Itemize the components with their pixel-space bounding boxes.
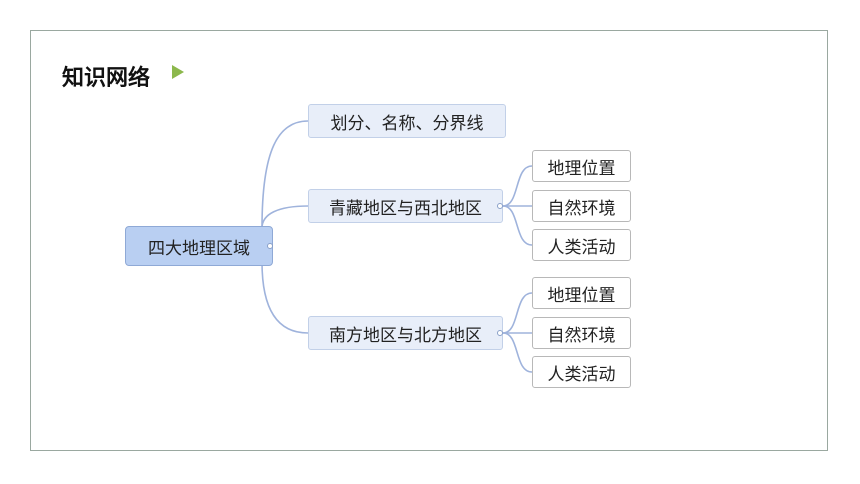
leaf-node-location[interactable]: 地理位置: [532, 277, 631, 309]
branch-node-label: 划分、名称、分界线: [330, 113, 484, 134]
leaf-node-label: 自然环境: [547, 325, 616, 346]
collapse-toggle-icon[interactable]: [497, 203, 503, 209]
connector-root-branch-3: [261, 261, 309, 334]
collapse-toggle-icon[interactable]: [267, 243, 273, 249]
connector-root-branch-2: [261, 205, 309, 229]
branch-node-south-north[interactable]: 南方地区与北方地区: [308, 316, 503, 350]
leaf-node-label: 地理位置: [547, 285, 616, 306]
branch-node-qinghai-tibet-northwest[interactable]: 青藏地区与西北地区: [308, 189, 503, 223]
leaf-node-environment[interactable]: 自然环境: [532, 317, 631, 349]
page-title: 知识网络: [62, 66, 151, 91]
branch-node-division[interactable]: 划分、名称、分界线: [308, 104, 506, 138]
branch-node-label: 青藏地区与西北地区: [329, 198, 482, 219]
leaf-node-label: 自然环境: [547, 198, 616, 219]
play-arrow-icon: [172, 65, 184, 79]
root-node-label: 四大地理区域: [148, 238, 250, 259]
leaf-node-location[interactable]: 地理位置: [532, 150, 631, 182]
branch-node-label: 南方地区与北方地区: [329, 325, 482, 346]
connector-b2-leaf-3: [502, 205, 533, 246]
collapse-toggle-icon[interactable]: [497, 330, 503, 336]
leaf-node-human-activity[interactable]: 人类活动: [532, 229, 631, 261]
leaf-node-environment[interactable]: 自然环境: [532, 190, 631, 222]
root-node[interactable]: 四大地理区域: [125, 226, 273, 266]
leaf-node-label: 地理位置: [547, 158, 616, 179]
leaf-node-label: 人类活动: [547, 237, 616, 258]
connector-root-branch-1: [261, 120, 309, 229]
connector-b3-leaf-1: [502, 292, 533, 334]
leaf-node-label: 人类活动: [547, 364, 616, 385]
connector-b3-leaf-3: [502, 332, 533, 373]
connector-b2-leaf-1: [502, 165, 533, 207]
leaf-node-human-activity[interactable]: 人类活动: [532, 356, 631, 388]
